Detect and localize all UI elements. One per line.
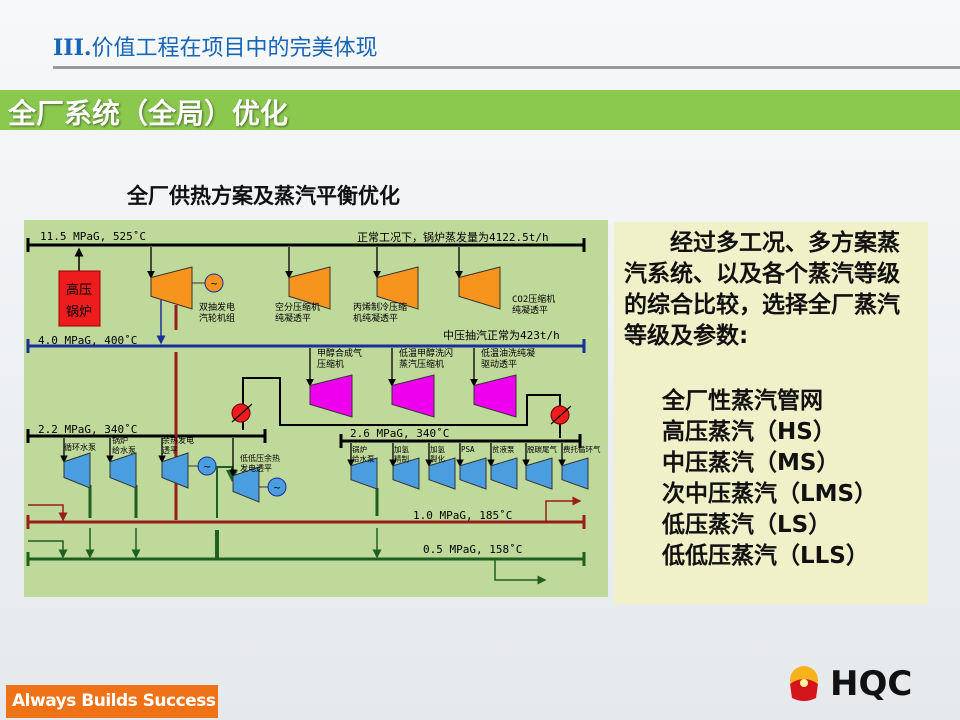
hp-header-label: 11.5 MPaG, 525˚C — [40, 230, 146, 243]
lp-turbine — [459, 457, 487, 490]
hp-turbine — [288, 266, 331, 310]
lp-turbine — [490, 457, 518, 490]
steam-level-item: 中压蒸汽（MS） — [662, 450, 840, 476]
generator-icon: ~ — [211, 277, 218, 290]
equipment-label: 汽轮机组 — [199, 312, 235, 324]
diagram-title: 全厂供热方案及蒸汽平衡优化 — [127, 184, 400, 208]
section-number: III. — [53, 35, 92, 61]
petal-logo-icon — [790, 666, 818, 701]
slogan-badge: Always Builds Success — [6, 685, 218, 718]
lls-header-label: 0.5 MPaG, 158˚C — [423, 543, 522, 556]
equipment-label: 发电透平 — [240, 463, 272, 473]
lmp-header-b-label: 2.6 MPaG, 340˚C — [350, 427, 449, 440]
ls-header — [26, 515, 586, 529]
equipment-label: 费托循环气 — [563, 444, 601, 454]
equipment-label: 蒸汽压缩机 — [399, 358, 444, 370]
equipment-label: 透平 — [162, 446, 178, 455]
lp-turbine — [525, 457, 553, 490]
lp-turbine — [350, 457, 378, 490]
mp-turbine — [391, 374, 435, 418]
equipment-label: 低温油洗纯凝 — [481, 347, 535, 359]
boiler-label: 锅炉 — [66, 304, 92, 320]
steam-balance-diagram: 11.5 MPaG, 525˚C 正常工况下，锅炉蒸发量为4122.5t/h 4… — [24, 220, 608, 597]
title-banner — [0, 90, 960, 130]
equipment-label: 驱动透平 — [481, 359, 517, 370]
equipment-label: 压缩机 — [317, 358, 344, 370]
generator-icon — [204, 273, 224, 293]
equipment-label: 裂化 — [430, 454, 445, 464]
mp-rate-label: 中压抽汽正常为423t/h — [443, 328, 560, 342]
summary-box: 经过多工况、多方案蒸汽系统、以及各个蒸汽等级的综合比较，选择全厂蒸汽等级及参数:… — [614, 222, 928, 604]
hp-turbine — [150, 266, 193, 310]
equipment-label: 循环水泵 — [64, 442, 96, 452]
lp-turbine — [63, 452, 91, 489]
equipment-label: 贫液泵 — [492, 444, 515, 454]
equipment-label: 给水泵 — [352, 454, 375, 464]
equipment-label: 低温甲醇洗闪 — [399, 347, 453, 359]
steam-level-item: 高压蒸汽（HS） — [662, 419, 836, 445]
steam-level-item: 低低压蒸汽（LLS） — [662, 543, 869, 569]
mp-header-label: 4.0 MPaG, 400˚C — [38, 334, 137, 347]
equipment-label: 机纯凝透平 — [353, 312, 398, 324]
equipment-label: 空分压缩机 — [275, 301, 320, 313]
generator-icon: ~ — [204, 460, 211, 473]
equipment-label: 双抽发电 — [199, 301, 235, 313]
lp-turbine — [232, 466, 260, 503]
hp-boiler — [58, 270, 101, 327]
equipment-label: 锅炉 — [112, 435, 128, 445]
equipment-label: 加氢 — [430, 444, 445, 454]
generator-icon — [267, 477, 287, 497]
equipment-label: PSA — [461, 445, 475, 454]
equipment-label: 脱碳尾气 — [527, 444, 557, 454]
equipment-label: 甲醇合成气 — [317, 347, 362, 359]
hp-turbine — [458, 266, 501, 310]
ls-header-label: 1.0 MPaG, 185˚C — [413, 509, 512, 522]
lp-turbine — [428, 457, 456, 490]
company-logo: HQC — [784, 664, 912, 704]
equipment-label: 丙烯制冷压缩 — [353, 301, 407, 313]
equipment-label: 余热发电 — [162, 435, 194, 445]
equipment-label: 低低压余热 — [240, 453, 280, 463]
mp-header — [26, 339, 586, 353]
steam-level-item: 低压蒸汽（LS） — [662, 512, 832, 538]
lp-turbine — [392, 457, 420, 490]
equipment-label: 精制 — [394, 454, 409, 464]
hp-header — [26, 238, 586, 252]
lls-header — [26, 552, 586, 566]
lmp-header-a-label: 2.2 MPaG, 340˚C — [38, 423, 137, 436]
slide-title: 全厂系统（全局）优化 — [8, 97, 289, 130]
lp-turbine — [161, 452, 189, 489]
lmp-header-b — [339, 434, 582, 448]
steam-level-list: 全厂性蒸汽管网 高压蒸汽（HS） 中压蒸汽（MS） 次中压蒸汽（LMS） 低压蒸… — [624, 386, 918, 572]
hp-turbine — [376, 266, 419, 310]
section-header: III.价值工程在项目中的完美体现 — [53, 30, 378, 62]
mp-turbine — [309, 374, 353, 418]
equipment-label: CO2压缩机 — [512, 293, 555, 305]
lp-turbine — [561, 457, 589, 490]
section-title: 价值工程在项目中的完美体现 — [91, 36, 378, 61]
lp-turbine — [109, 452, 137, 489]
summary-intro: 经过多工况、多方案蒸汽系统、以及各个蒸汽等级的综合比较，选择全厂蒸汽等级及参数: — [624, 230, 900, 349]
equipment-label: 纯凝透平 — [275, 312, 311, 324]
equipment-label: 加氢 — [394, 444, 409, 454]
steam-level-item: 次中压蒸汽（LMS） — [662, 481, 878, 507]
equipment-label: 锅炉 — [352, 444, 367, 454]
generator-icon — [197, 456, 217, 476]
equipment-label: 纯凝透平 — [512, 304, 548, 316]
steam-level-item: 全厂性蒸汽管网 — [662, 388, 823, 414]
mp-turbine — [473, 374, 517, 418]
header-divider — [53, 66, 960, 69]
generator-icon: ~ — [274, 481, 281, 494]
boiler-label: 高压 — [66, 282, 92, 298]
logo-text: HQC — [830, 664, 913, 704]
boiler-rate-label: 正常工况下，锅炉蒸发量为4122.5t/h — [357, 230, 549, 244]
lmp-header-a — [26, 429, 267, 443]
equipment-label: 给水泵 — [112, 445, 136, 455]
